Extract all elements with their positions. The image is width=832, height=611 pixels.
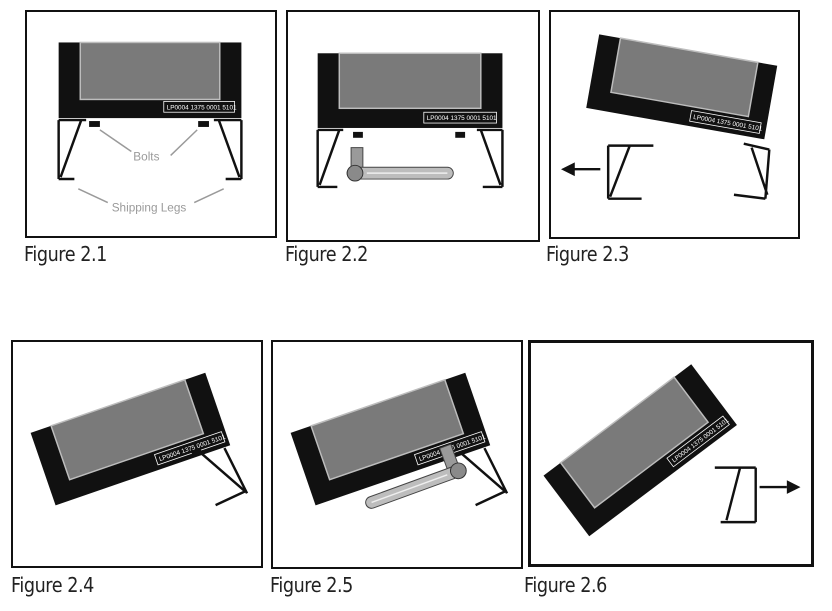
tv-unit: LP0004 1375 0001 5101 — [30, 372, 231, 506]
callout-lines — [77, 129, 225, 204]
bolts-label: Bolts — [133, 150, 159, 163]
figure-2-2-panel: LP0004 1375 0001 5101 — [286, 10, 540, 242]
serial-text: LP0004 1375 0001 5101 — [167, 104, 237, 111]
tv-unit: LP0004 1375 0001 5101 — [586, 34, 778, 140]
ratchet-wrench — [346, 147, 454, 182]
tv-unit: LP0004 1375 0001 5101 — [317, 52, 503, 128]
figure-2-5-diagram: LP0004 1375 0001 5101 — [290, 372, 509, 509]
figure-2-1-diagram: LP0004 1375 0001 5101 Bolts Shipping Leg… — [57, 41, 243, 214]
serial-label — [666, 415, 730, 468]
serial-text: LP0004 1375 0001 5101 — [427, 115, 497, 122]
figure-2-1-panel: LP0004 1375 0001 5101 Bolts Shipping Leg… — [25, 10, 277, 238]
tv-screen — [79, 41, 221, 101]
serial-label — [423, 111, 497, 124]
shipping-legs — [316, 128, 504, 189]
shipping-leg — [199, 447, 249, 507]
figure-2-4-diagram: LP0004 1375 0001 5101 — [30, 372, 249, 507]
figure-2-4-panel: LP0004 1375 0001 5101 — [11, 340, 263, 568]
left-arrow — [561, 162, 601, 177]
right-leg — [213, 118, 243, 181]
ratchet-wrench — [365, 443, 467, 509]
figure-2-3-diagram: LP0004 1375 0001 5101 — [561, 34, 778, 200]
shipping-legs — [606, 142, 771, 200]
bolt — [191, 448, 203, 458]
tv-unit: LP0004 1375 0001 5101 — [58, 41, 242, 119]
figure-2-5-panel: LP0004 1375 0001 5101 — [271, 340, 523, 569]
shipping-legs-label: Shipping Legs — [112, 201, 187, 214]
right-leg — [459, 447, 509, 507]
tv-unit: LP0004 1375 0001 5101 — [290, 372, 491, 506]
figure-2-6-panel: LP0004 1375 0001 5101 — [528, 340, 814, 567]
left-leg — [57, 118, 87, 181]
left-leg — [316, 128, 344, 189]
figure-2-2-caption: Figure 2.2 — [285, 242, 368, 266]
right-bolt — [455, 131, 466, 138]
figure-2-6-caption: Figure 2.6 — [524, 573, 607, 597]
tv-screen — [559, 376, 710, 509]
right-arrow — [759, 480, 801, 494]
figure-2-5-caption: Figure 2.5 — [270, 573, 353, 597]
serial-label — [689, 110, 762, 134]
tv-screen — [338, 52, 482, 110]
attached-leg — [733, 142, 771, 200]
tv-screen — [610, 37, 759, 118]
left-bolt — [89, 121, 100, 127]
shipping-legs — [57, 118, 243, 181]
figure-2-1-caption: Figure 2.1 — [24, 242, 107, 266]
figure-2-4-caption: Figure 2.4 — [11, 573, 94, 597]
figure-2-3-caption: Figure 2.3 — [546, 242, 629, 266]
figure-2-2-diagram: LP0004 1375 0001 5101 — [316, 52, 504, 189]
tv-screen — [310, 378, 465, 481]
serial-label — [153, 431, 226, 466]
serial-label — [163, 101, 235, 113]
left-bolt — [353, 131, 363, 138]
shipping-leg — [459, 447, 509, 507]
shipping-leg — [714, 466, 757, 524]
right-bolt — [198, 121, 209, 127]
detached-leg — [714, 466, 757, 524]
right-leg — [199, 447, 249, 507]
detached-leg — [606, 144, 654, 200]
tv-screen — [50, 378, 205, 481]
figure-2-3-panel: LP0004 1375 0001 5101 — [549, 10, 800, 239]
tv-unit: LP0004 1375 0001 5101 — [543, 364, 737, 537]
right-leg — [476, 128, 504, 189]
figure-2-6-diagram: LP0004 1375 0001 5101 — [543, 364, 801, 537]
